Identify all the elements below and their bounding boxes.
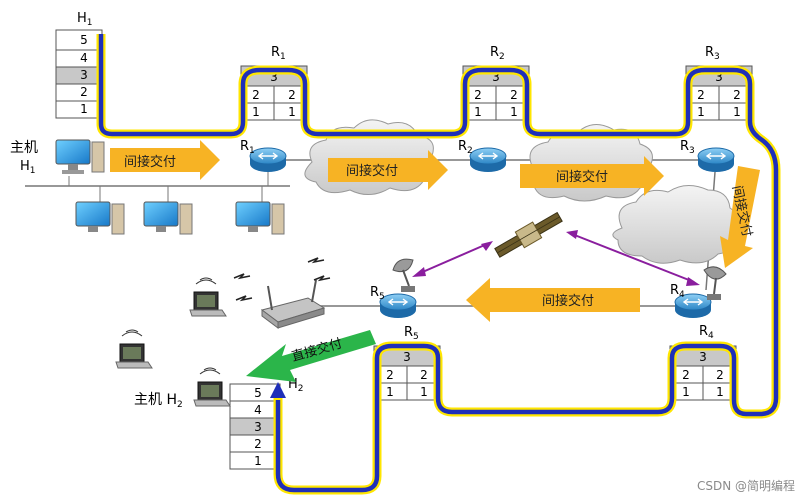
- r5-layer-3: 3: [403, 350, 411, 364]
- r5-layer-2a: 2: [386, 368, 394, 382]
- router-icon: [249, 147, 287, 172]
- r4-layer-2b: 2: [716, 368, 724, 382]
- r5-label: R5: [370, 285, 385, 302]
- router-icon: [674, 293, 712, 318]
- indirect-delivery-arrow-3: 间接交付: [520, 156, 664, 196]
- laptop-icon: [193, 367, 231, 407]
- h2-layer-2: 2: [254, 437, 262, 451]
- r4-layer-1a: 1: [682, 385, 690, 399]
- indirect-delivery-label-5: 间接交付: [542, 293, 594, 309]
- h1-layer-4: 4: [80, 51, 88, 65]
- r1-stack-label: R1: [271, 45, 286, 62]
- h2-stack: 5 4 3 2 1: [229, 383, 281, 470]
- r5-layer-1b: 1: [420, 385, 428, 399]
- r1-layer-1b: 1: [288, 105, 296, 119]
- r5-layer-2b: 2: [420, 368, 428, 382]
- direct-delivery-arrow: 直接交付: [246, 330, 376, 382]
- indirect-delivery-label-2: 间接交付: [346, 163, 398, 179]
- h1-host-label-main: 主机: [10, 140, 38, 156]
- r4-label: R4: [670, 283, 685, 300]
- r2-layer-1a: 1: [474, 105, 482, 119]
- indirect-delivery-label-3: 间接交付: [556, 169, 608, 185]
- r2-label: R2: [458, 139, 473, 156]
- r1-label: R1: [240, 139, 255, 156]
- indirect-delivery-arrow-5: 间接交付: [466, 278, 640, 322]
- r2-layer-3: 3: [492, 70, 500, 84]
- watermark: CSDN @简明编程: [697, 478, 795, 493]
- r1-layer-2b: 2: [288, 88, 296, 102]
- monitor-icon: [235, 201, 285, 235]
- laptop-icon: [115, 329, 153, 369]
- r1-stack: 3 2 2 1 1: [240, 65, 308, 121]
- h1-layer-1: 1: [80, 102, 88, 116]
- r3-layer-2b: 2: [733, 88, 741, 102]
- router-icon: [469, 147, 507, 172]
- r3-label: R3: [680, 139, 695, 156]
- r4-stack-label: R4: [699, 324, 714, 341]
- r4-layer-3: 3: [699, 350, 707, 364]
- h2-layer-1: 1: [254, 454, 262, 468]
- wireless-ap-icon: [260, 279, 326, 329]
- r2-stack-label: R2: [490, 45, 505, 62]
- satellite-icon: [494, 211, 563, 258]
- r3-layer-1a: 1: [697, 105, 705, 119]
- r2-layer-2b: 2: [510, 88, 518, 102]
- r1-layer-2a: 2: [252, 88, 260, 102]
- satellite-dish-icon: [703, 266, 727, 300]
- monitor-icon: [143, 201, 193, 235]
- r5-stack-label: R5: [404, 325, 419, 342]
- delivery-path-arrowhead: [270, 382, 286, 398]
- delivery-path-core: [98, 34, 779, 493]
- r3-layer-2a: 2: [697, 88, 705, 102]
- h1-top-label: H1: [77, 11, 93, 28]
- monitor-icon: [55, 139, 105, 174]
- r3-stack: 3 2 2 1 1: [685, 65, 753, 121]
- h1-layer-2: 2: [80, 85, 88, 99]
- indirect-delivery-arrow-4: 间接交付: [720, 166, 760, 268]
- h2-layer-5: 5: [254, 386, 262, 400]
- h1-stack: 5 4 3 2 1: [55, 29, 103, 119]
- r2-layer-1b: 1: [510, 105, 518, 119]
- r5-stack: 3 2 2 1 1: [373, 345, 441, 401]
- h1-lan: [25, 168, 290, 202]
- r5-layer-1a: 1: [386, 385, 394, 399]
- signal-icon: [233, 257, 331, 302]
- indirect-delivery-label-1: 间接交付: [124, 154, 176, 170]
- laptop-icon: [189, 277, 227, 317]
- cloud-icon: [612, 185, 740, 264]
- satellite-dish-icon: [392, 258, 415, 292]
- r4-layer-1b: 1: [716, 385, 724, 399]
- h1-layer-5: 5: [80, 33, 88, 47]
- router-icon: [697, 147, 735, 172]
- r4-layer-2a: 2: [682, 368, 690, 382]
- r3-layer-1b: 1: [733, 105, 741, 119]
- router-icon: [379, 293, 417, 318]
- monitor-icon: [75, 201, 125, 235]
- r3-stack-label: R3: [705, 45, 720, 62]
- r3-layer-3: 3: [715, 70, 723, 84]
- r4-stack: 3 2 2 1 1: [669, 345, 737, 401]
- h1-host-label: H1: [20, 159, 36, 176]
- h2-host-label: 主机 H2: [134, 392, 183, 410]
- h2-stack-label: H2: [288, 377, 304, 394]
- indirect-delivery-arrow-2: 间接交付: [328, 150, 448, 190]
- r2-layer-2a: 2: [474, 88, 482, 102]
- r1-layer-3: 3: [270, 70, 278, 84]
- h2-layer-3: 3: [254, 420, 262, 434]
- h1-layer-3: 3: [80, 68, 88, 82]
- r1-layer-1a: 1: [252, 105, 260, 119]
- h2-layer-4: 4: [254, 403, 262, 417]
- indirect-delivery-arrow-1: 间接交付: [110, 140, 220, 180]
- satellite-links: [412, 230, 700, 286]
